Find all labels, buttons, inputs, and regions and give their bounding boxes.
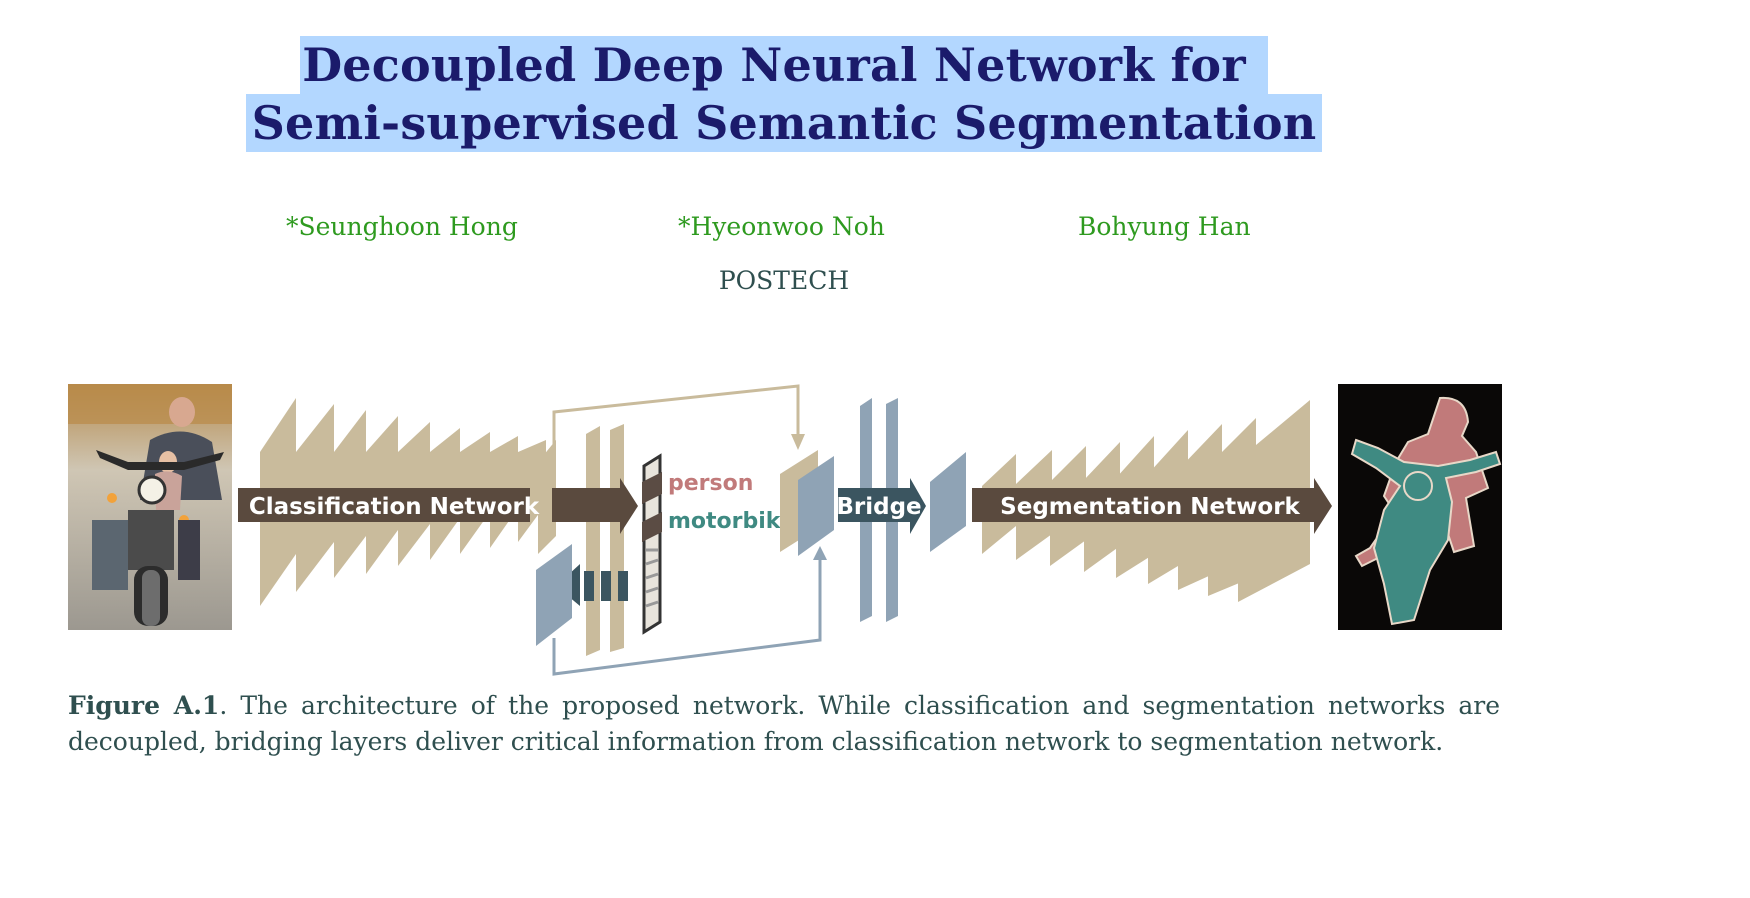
bottom-loop-line: [552, 556, 822, 676]
classification-network-label: Classification Network: [249, 494, 540, 520]
caption-text: . The architecture of the proposed netwo…: [68, 691, 1500, 756]
top-loop-line: [552, 384, 800, 490]
segmentation-network-label: Segmentation Network: [1000, 494, 1300, 520]
score-arrow: [552, 478, 638, 534]
bridge-input-feature: [536, 544, 572, 646]
bridge-label: Bridge: [836, 494, 921, 520]
input-image: [68, 384, 232, 630]
title-line-2: Semi-supervised Semantic Segmentation: [245, 94, 1323, 152]
figure-caption: Figure A.1. The architecture of the prop…: [68, 688, 1500, 760]
architecture-diagram: person motorbike Classification Network …: [68, 384, 1502, 676]
bridge-blue-layer: [798, 456, 834, 556]
bridge-output-layer: [930, 452, 966, 552]
bottom-loop-arrowhead: [813, 546, 827, 560]
author-1: *Seunghoon Hong: [286, 212, 518, 241]
author-2: *Hyeonwoo Noh: [678, 212, 885, 241]
bridge-arrow: [838, 478, 926, 534]
affiliation: POSTECH: [718, 266, 850, 295]
class-label-motorbike: motorbike: [668, 509, 795, 534]
segmentation-arrow: [972, 478, 1332, 534]
paper-title: Decoupled Deep Neural Network for Semi-s…: [0, 36, 1568, 152]
author-3: Bohyung Han: [1078, 212, 1251, 241]
top-loop-arrowhead: [791, 434, 805, 450]
title-line-1: Decoupled Deep Neural Network for: [300, 36, 1268, 94]
classification-arrow: [238, 488, 530, 522]
figure-label: Figure A.1: [68, 691, 220, 720]
class-score-column: [642, 453, 662, 635]
class-label-person: person: [668, 471, 753, 496]
output-segmentation-image: [1338, 384, 1502, 630]
